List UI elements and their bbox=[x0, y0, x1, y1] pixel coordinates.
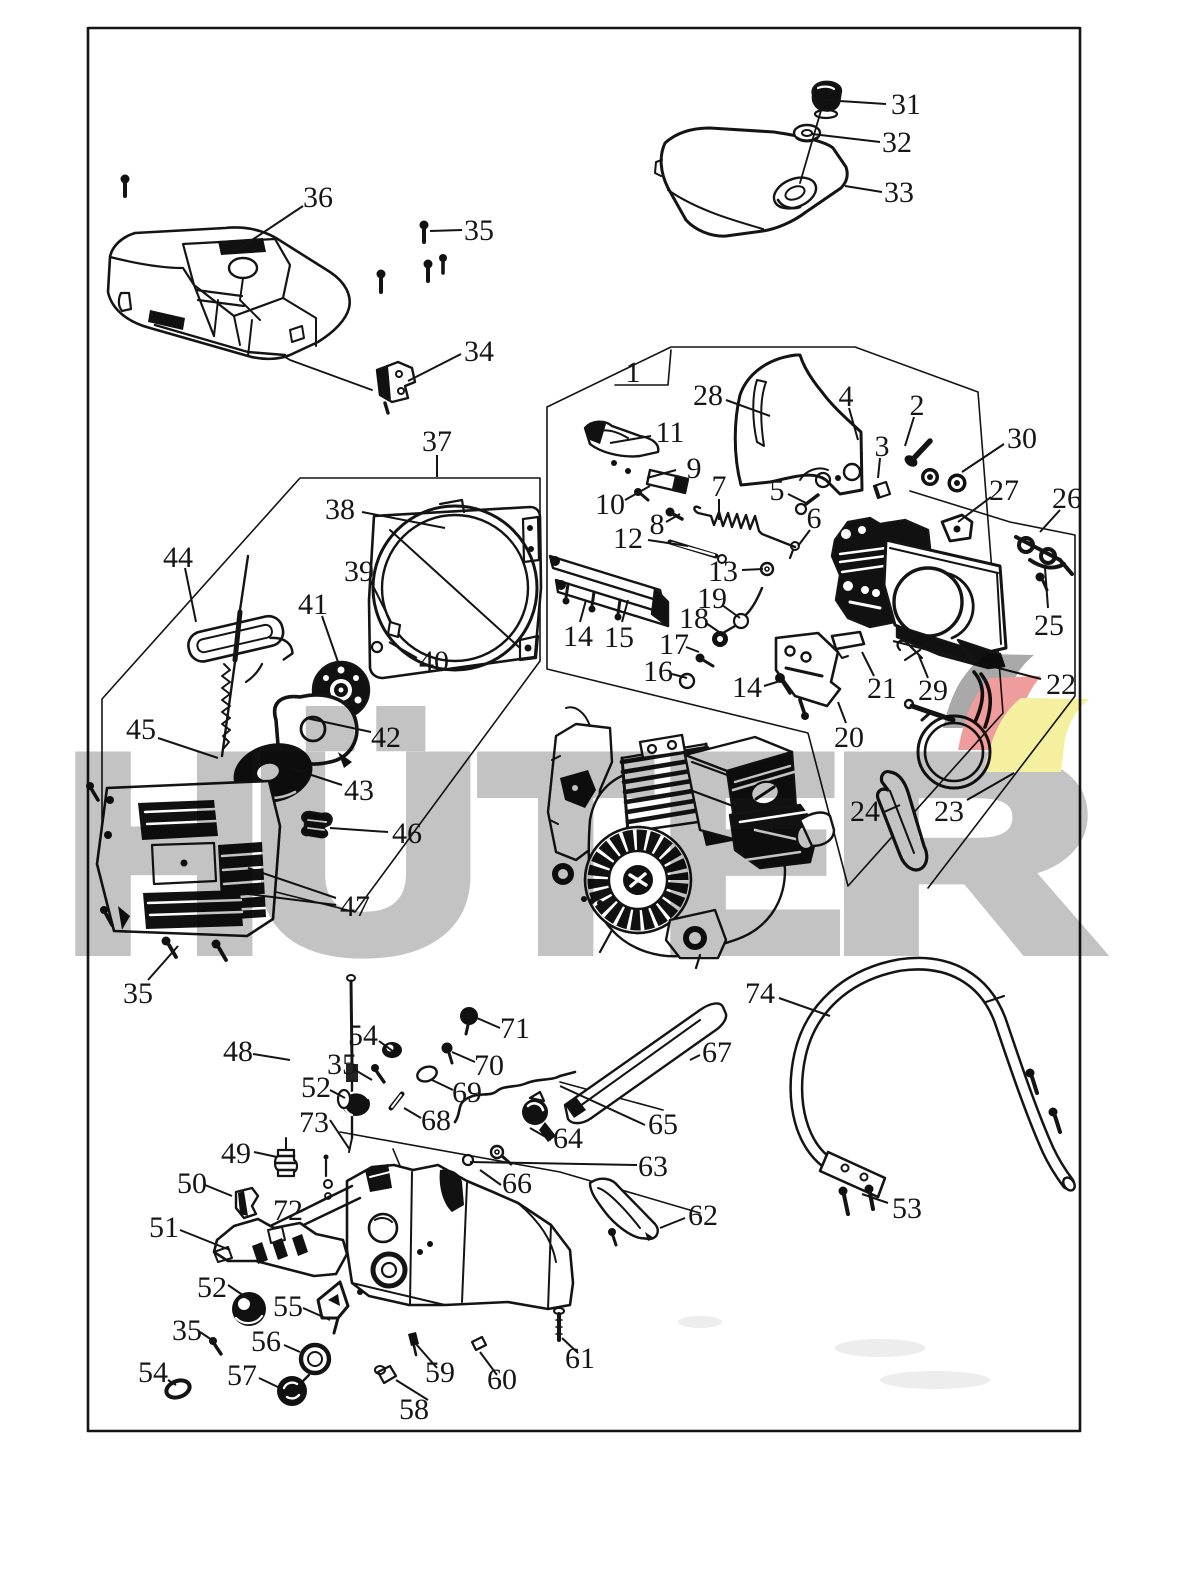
svg-text:67: 67 bbox=[702, 1036, 732, 1069]
svg-text:26: 26 bbox=[1052, 482, 1082, 515]
svg-text:31: 31 bbox=[891, 88, 921, 121]
svg-text:24: 24 bbox=[850, 795, 880, 828]
svg-text:17: 17 bbox=[659, 628, 689, 661]
svg-text:41: 41 bbox=[298, 588, 328, 621]
svg-text:44: 44 bbox=[163, 541, 193, 574]
svg-text:35: 35 bbox=[123, 977, 153, 1010]
svg-text:66: 66 bbox=[502, 1167, 532, 1200]
svg-text:35: 35 bbox=[327, 1048, 357, 1081]
svg-text:7: 7 bbox=[712, 470, 727, 503]
svg-text:4: 4 bbox=[839, 380, 854, 413]
svg-text:72: 72 bbox=[273, 1194, 303, 1227]
svg-text:73: 73 bbox=[299, 1106, 329, 1139]
svg-text:61: 61 bbox=[565, 1342, 595, 1375]
svg-text:54: 54 bbox=[348, 1019, 378, 1052]
svg-text:71: 71 bbox=[500, 1012, 530, 1045]
svg-text:69: 69 bbox=[452, 1076, 482, 1109]
svg-text:1: 1 bbox=[626, 356, 641, 389]
svg-text:54: 54 bbox=[138, 1356, 168, 1389]
svg-text:52: 52 bbox=[301, 1071, 331, 1104]
svg-text:33: 33 bbox=[884, 176, 914, 209]
svg-text:2: 2 bbox=[910, 389, 925, 422]
svg-text:62: 62 bbox=[688, 1199, 718, 1232]
svg-text:39: 39 bbox=[344, 555, 374, 588]
svg-text:19: 19 bbox=[697, 582, 727, 615]
svg-text:29: 29 bbox=[918, 674, 948, 707]
svg-text:40: 40 bbox=[419, 645, 449, 678]
svg-text:27: 27 bbox=[989, 474, 1019, 507]
svg-text:50: 50 bbox=[177, 1167, 207, 1200]
svg-text:25: 25 bbox=[1034, 609, 1064, 642]
svg-text:43: 43 bbox=[344, 774, 374, 807]
svg-text:57: 57 bbox=[227, 1359, 257, 1392]
svg-text:5: 5 bbox=[770, 474, 785, 507]
svg-text:32: 32 bbox=[882, 126, 912, 159]
svg-text:28: 28 bbox=[693, 379, 723, 412]
svg-text:15: 15 bbox=[604, 621, 634, 654]
svg-text:63: 63 bbox=[638, 1150, 668, 1183]
svg-text:65: 65 bbox=[648, 1108, 678, 1141]
svg-text:74: 74 bbox=[745, 977, 775, 1010]
svg-text:8: 8 bbox=[650, 508, 665, 541]
svg-text:64: 64 bbox=[553, 1122, 583, 1155]
svg-text:6: 6 bbox=[807, 502, 822, 535]
svg-text:36: 36 bbox=[303, 181, 333, 214]
svg-text:35: 35 bbox=[172, 1314, 202, 1347]
svg-text:16: 16 bbox=[643, 655, 673, 688]
svg-text:20: 20 bbox=[834, 721, 864, 754]
svg-text:56: 56 bbox=[251, 1325, 281, 1358]
svg-text:12: 12 bbox=[613, 522, 643, 555]
svg-text:68: 68 bbox=[421, 1104, 451, 1137]
svg-text:9: 9 bbox=[687, 452, 702, 485]
svg-text:3: 3 bbox=[875, 430, 890, 463]
svg-text:H: H bbox=[65, 701, 263, 1007]
svg-text:42: 42 bbox=[371, 721, 401, 754]
svg-text:52: 52 bbox=[197, 1271, 227, 1304]
svg-text:37: 37 bbox=[422, 425, 452, 458]
svg-text:46: 46 bbox=[392, 817, 422, 850]
svg-text:10: 10 bbox=[595, 488, 625, 521]
svg-text:11: 11 bbox=[656, 416, 685, 449]
svg-text:48: 48 bbox=[223, 1035, 253, 1068]
svg-text:Ü: Ü bbox=[251, 700, 481, 1007]
svg-text:55: 55 bbox=[273, 1290, 303, 1323]
svg-text:47: 47 bbox=[340, 890, 370, 923]
svg-text:23: 23 bbox=[934, 795, 964, 828]
svg-text:14: 14 bbox=[732, 671, 762, 704]
svg-text:70: 70 bbox=[474, 1049, 504, 1082]
svg-text:45: 45 bbox=[126, 713, 156, 746]
svg-text:18: 18 bbox=[679, 602, 709, 635]
svg-text:22: 22 bbox=[1046, 668, 1076, 701]
svg-text:51: 51 bbox=[149, 1211, 179, 1244]
svg-text:53: 53 bbox=[892, 1192, 922, 1225]
svg-text:13: 13 bbox=[708, 555, 738, 588]
svg-text:R: R bbox=[830, 700, 1097, 1006]
svg-text:30: 30 bbox=[1007, 422, 1037, 455]
svg-text:35: 35 bbox=[464, 214, 494, 247]
svg-text:21: 21 bbox=[867, 672, 897, 705]
svg-text:49: 49 bbox=[221, 1137, 251, 1170]
svg-text:34: 34 bbox=[464, 335, 494, 368]
svg-text:59: 59 bbox=[425, 1356, 455, 1389]
svg-text:E: E bbox=[660, 701, 843, 1007]
svg-text:38: 38 bbox=[325, 493, 355, 526]
svg-text:T: T bbox=[482, 701, 649, 1007]
svg-text:14: 14 bbox=[563, 620, 593, 653]
